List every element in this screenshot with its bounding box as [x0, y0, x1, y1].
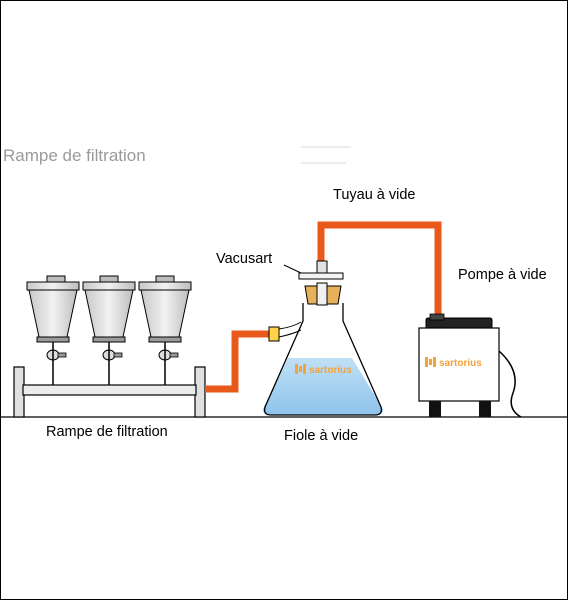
- tubing-manifold-to-flask: [205, 330, 269, 393]
- label-vacusart: Vacusart: [216, 251, 272, 267]
- tubing-connector: [268, 326, 280, 342]
- pump-body: [418, 327, 500, 402]
- vacusart-filter: [283, 260, 344, 280]
- filter-funnel: [138, 275, 192, 385]
- label-tubing: Tuyau à vide: [333, 187, 415, 203]
- flask-outline: [263, 303, 383, 416]
- tubing-vacusart-to-pump: [317, 221, 442, 319]
- vacusart-leader-line: [283, 264, 302, 274]
- label-pump: Pompe à vide: [458, 267, 547, 283]
- faint-ghost-strokes: [301, 146, 351, 164]
- flask-sidearm: [278, 321, 302, 330]
- vacuum-flask: sartorius: [263, 282, 383, 416]
- faded-title: Rampe de filtration: [3, 146, 146, 165]
- svg-text:sartorius: sartorius: [439, 358, 482, 369]
- filtration-manifold: [13, 275, 206, 418]
- svg-text:sartorius: sartorius: [309, 365, 352, 376]
- flask-liquid: [263, 358, 383, 415]
- flask-brand-logo: sartorius: [295, 364, 352, 376]
- vacuum-pump: sartorius: [418, 313, 522, 418]
- label-flask: Fiole à vide: [284, 428, 358, 444]
- vacuum-tubing: [205, 221, 442, 393]
- pump-power-cord: [498, 350, 522, 418]
- filter-funnel: [26, 275, 80, 385]
- pump-brand-logo: sartorius: [425, 357, 482, 369]
- label-manifold: Rampe de filtration: [46, 424, 168, 440]
- pump-foot: [479, 401, 491, 417]
- manifold-bar: [22, 384, 197, 396]
- filter-funnel: [82, 275, 136, 385]
- pump-foot: [429, 401, 441, 417]
